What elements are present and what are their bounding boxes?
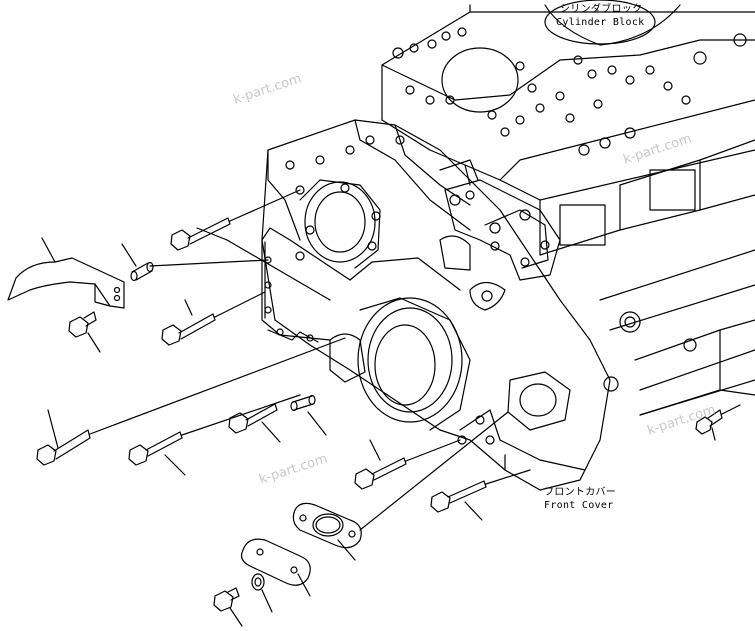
bolt-8: [213, 587, 240, 612]
bolt-6: [354, 457, 407, 490]
dowel-pin-center: [290, 394, 316, 412]
bolt-4: [128, 431, 183, 466]
gasket: [261, 227, 351, 343]
bolt-7: [430, 480, 487, 513]
cylinder-block-label-en: Cylinder Block: [556, 17, 645, 28]
washer: [251, 573, 265, 591]
bolt-right: [695, 409, 723, 435]
bolt-long-1: [36, 429, 91, 466]
bolt-5: [228, 403, 278, 434]
dowel-pin-left: [130, 261, 154, 282]
front-cover-label-en: Front Cover: [544, 500, 614, 511]
bolt-2: [161, 313, 216, 346]
blanking-plate: [240, 538, 311, 586]
assembly-lines: [41, 189, 741, 627]
front-cover-label-jp: フロントカバー: [544, 487, 617, 498]
cover-plate: [7, 257, 125, 309]
cylinder-block: [381, 0, 755, 416]
cylinder-block-label-jp: シリンダブロック: [560, 4, 643, 15]
bracket: [439, 159, 561, 281]
bolt-3: [68, 311, 97, 338]
flange-gasket: [292, 502, 362, 549]
bolt-1: [170, 217, 231, 251]
front-cover: [261, 119, 611, 491]
